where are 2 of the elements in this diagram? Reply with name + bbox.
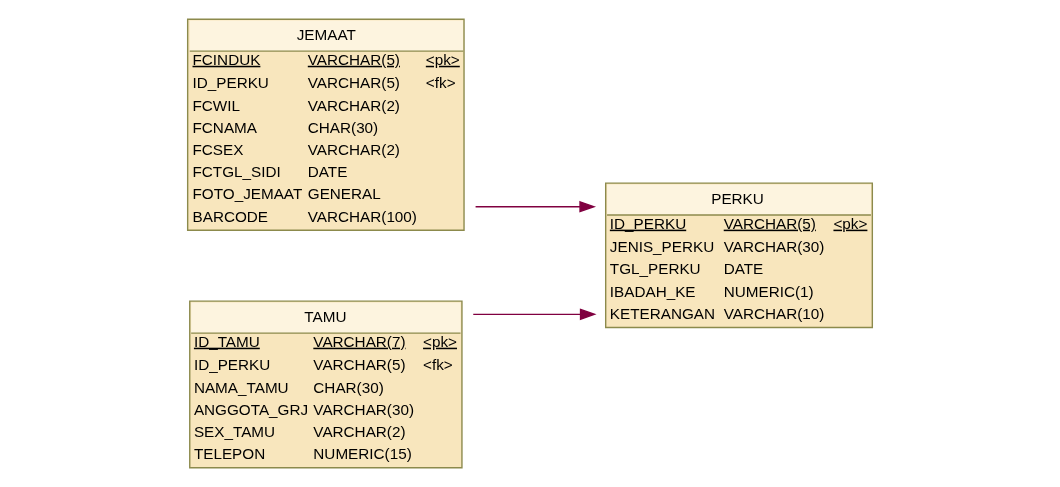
- arrow: [472, 308, 597, 321]
- arrow: [474, 200, 597, 213]
